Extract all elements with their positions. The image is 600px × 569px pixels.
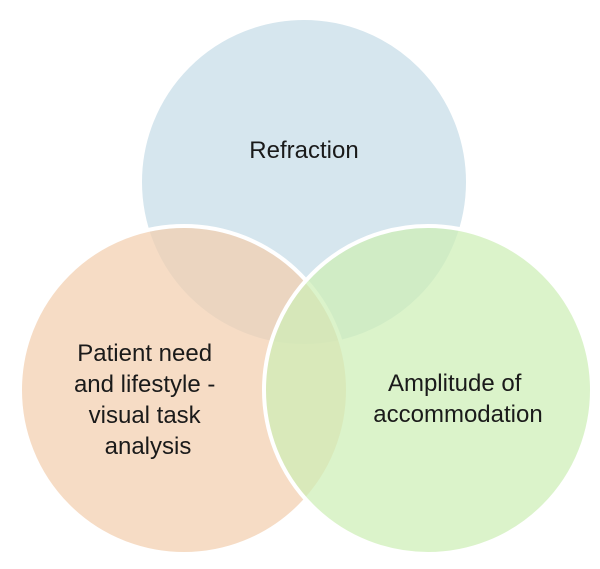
label-patient-need-line-3: visual task: [89, 402, 202, 429]
label-amplitude-line-1: Amplitude of: [388, 370, 522, 397]
venn-circles: [18, 16, 594, 556]
label-patient-need-line-2: and lifestyle -: [74, 371, 215, 398]
venn-labels: Refraction Patient need and lifestyle - …: [74, 137, 543, 460]
label-refraction-line-1: Refraction: [249, 137, 358, 164]
label-amplitude: Amplitude of accommodation: [373, 370, 542, 428]
label-patient-need: Patient need and lifestyle - visual task…: [74, 340, 222, 460]
circle-amplitude: [262, 224, 594, 556]
label-patient-need-line-1: Patient need: [77, 340, 212, 367]
label-refraction: Refraction: [249, 137, 358, 164]
label-patient-need-line-4: analysis: [105, 433, 192, 460]
label-amplitude-line-2: accommodation: [373, 401, 542, 428]
